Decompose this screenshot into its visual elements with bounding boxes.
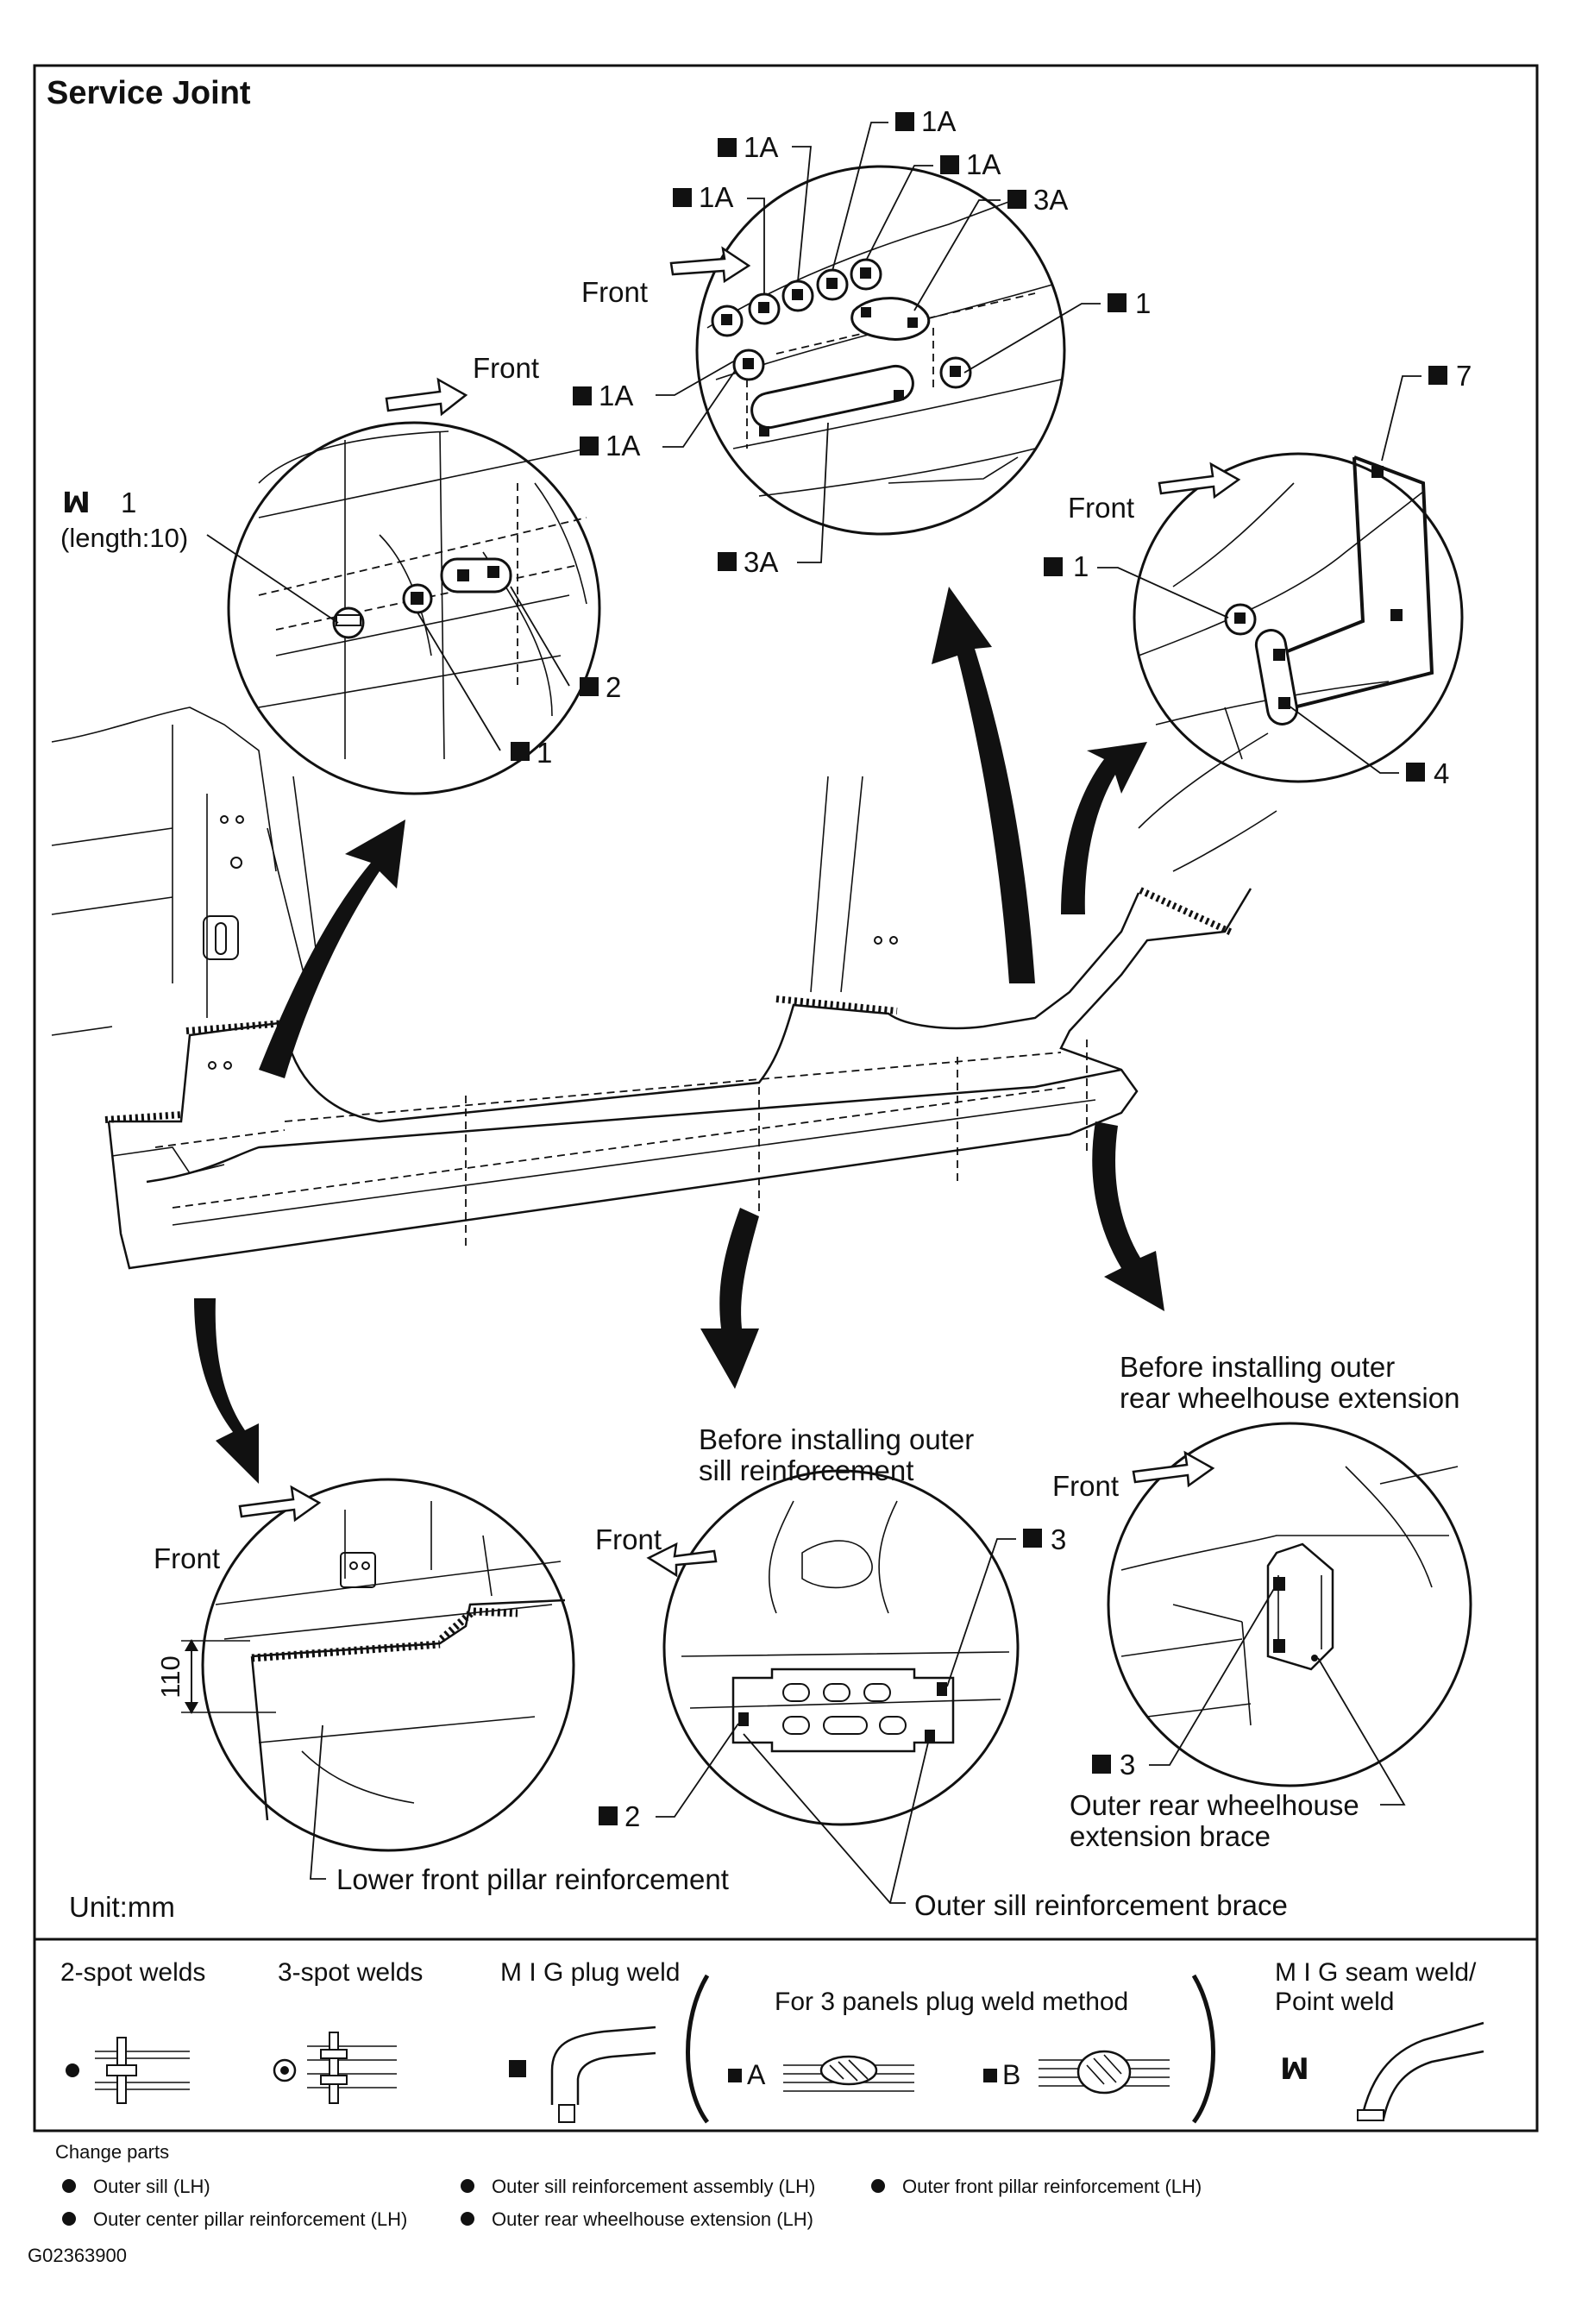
change-parts-heading: Change parts — [55, 2141, 169, 2163]
figure-id: G02363900 — [28, 2245, 127, 2266]
detail-a-length-label: (length:10) — [60, 523, 188, 553]
page-title: Service Joint — [47, 75, 251, 111]
bullet-icon — [62, 2212, 76, 2226]
weld-label-2: 2 — [624, 1800, 640, 1832]
mig-plug-square-icon — [509, 2060, 526, 2077]
detail-e-caption-line-2: sill reinforcement — [699, 1454, 913, 1486]
legend-seam-line-1: M I G seam weld/ — [1275, 1958, 1477, 1987]
outer-sill-brace-label: Outer sill reinforcement brace — [914, 1889, 1288, 1921]
spot-weld-dot-icon — [66, 2063, 79, 2077]
brace-label-line-2: extension brace — [1070, 1820, 1271, 1852]
weld-label-1a: 1A — [966, 148, 1001, 180]
legend-bracket-right-icon — [1191, 1974, 1215, 2124]
change-part-outer-sill: Outer sill (LH) — [93, 2176, 210, 2197]
dimension-110: 110 — [155, 1655, 185, 1698]
detail-a-label-2: 2 — [606, 671, 621, 703]
front-arrow-icon — [669, 246, 751, 284]
mig-seam-symbol-icon: ꟽ — [62, 487, 91, 518]
legend-3-panel-label: For 3 panels plug weld method — [775, 1988, 1128, 2016]
bullet-icon — [461, 2179, 474, 2193]
weld-label-7: 7 — [1456, 360, 1472, 392]
mig-plug-torch-icon — [550, 2026, 656, 2105]
weld-label-1a: 1A — [699, 181, 733, 213]
front-arrow-icon — [1132, 1450, 1215, 1488]
legend-seam-line-2: Point weld — [1275, 1988, 1394, 2016]
unit-label: Unit:mm — [69, 1891, 175, 1923]
three-spot-dot-icon — [273, 2058, 297, 2082]
legend-mark-a: A — [747, 2059, 766, 2090]
change-part-center-pillar: Outer center pillar reinforcement (LH) — [93, 2208, 407, 2230]
arrow-to-detail-f-icon — [1092, 1121, 1164, 1311]
bullet-icon — [871, 2179, 885, 2193]
arrow-to-detail-e-icon — [700, 1208, 759, 1389]
front-arrow-icon — [385, 377, 468, 417]
plug-weld-a-icon — [783, 2055, 914, 2092]
weld-label-1: 1 — [1073, 550, 1089, 582]
detail-b-circle — [695, 165, 1066, 536]
lower-front-pillar-label: Lower front pillar reinforcement — [336, 1863, 729, 1895]
detail-f-circle — [1107, 1422, 1472, 1787]
weld-label-1a: 1A — [921, 105, 956, 137]
legend-bracket-left-icon — [686, 1974, 710, 2124]
detail-e-front-label: Front — [595, 1523, 662, 1555]
detail-a-label-1: 1 — [537, 737, 552, 769]
change-parts-list: Change parts Outer sill (LH) Outer sill … — [55, 2141, 1202, 2230]
three-spot-weld-icon — [307, 2032, 397, 2104]
side-body-illustration — [51, 707, 1277, 1270]
weld-label-3: 3 — [1120, 1749, 1135, 1781]
detail-f-caption-line-1: Before installing outer — [1120, 1351, 1395, 1383]
change-part-wheelhouse-extension: Outer rear wheelhouse extension (LH) — [492, 2208, 813, 2230]
detail-d-lower-front-pillar: Front 110 Lower front pillar reinforceme… — [154, 1478, 729, 1895]
detail-b-center-pillar-joint: Front 1A 1A 1A 1A 3A 1 1A 1A 3A — [573, 105, 1151, 578]
arrow-to-detail-a-icon — [259, 820, 405, 1078]
arrow-to-detail-c-icon — [1061, 742, 1147, 914]
legend-3-spot-label: 3-spot welds — [278, 1958, 423, 1987]
weld-label-3a: 3A — [1033, 184, 1068, 216]
detail-e-caption-line-1: Before installing outer — [699, 1423, 974, 1455]
detail-a-front-pillar-joint: Front ꟽ 1 (length:10) 2 1 — [60, 352, 621, 795]
weld-legend: 2-spot welds 3-spot welds M I G plug wel… — [60, 1958, 1484, 2124]
detail-d-front-label: Front — [154, 1542, 220, 1574]
front-arrow-icon — [1158, 462, 1241, 499]
front-arrow-outline-icon — [646, 1542, 718, 1578]
detail-b-front-label: Front — [581, 276, 648, 308]
legend-mig-plug-label: M I G plug weld — [500, 1958, 680, 1987]
detail-a-mig-label: 1 — [121, 487, 136, 518]
weld-label-1a: 1A — [599, 380, 633, 411]
bullet-icon — [461, 2212, 474, 2226]
legend-2-spot-label: 2-spot welds — [60, 1958, 205, 1987]
mig-seam-legend-icon: ꟽ — [1280, 2053, 1309, 2086]
detail-e-outer-sill-brace: Front Before installing outer sill reinf… — [595, 1423, 1288, 1921]
weld-label-1a: 1A — [606, 430, 640, 462]
figure-frame — [33, 64, 1539, 2132]
arrow-to-detail-b-icon — [932, 587, 1035, 983]
weld-label-4: 4 — [1434, 757, 1449, 789]
front-arrow-icon — [238, 1485, 322, 1523]
detail-f-caption-line-2: rear wheelhouse extension — [1120, 1382, 1459, 1414]
legend-mark-b: B — [1002, 2059, 1020, 2090]
detail-e-circle — [662, 1469, 1020, 1826]
change-part-front-pillar: Outer front pillar reinforcement (LH) — [902, 2176, 1202, 2197]
bullet-icon — [62, 2179, 76, 2193]
two-spot-weld-icon — [95, 2037, 190, 2104]
weld-label-1: 1 — [1135, 287, 1151, 319]
change-part-sill-reinforcement: Outer sill reinforcement assembly (LH) — [492, 2176, 815, 2197]
detail-c-front-label: Front — [1068, 492, 1134, 524]
brace-label-line-1: Outer rear wheelhouse — [1070, 1789, 1359, 1821]
detail-a-front-label: Front — [473, 352, 539, 384]
detail-f-front-label: Front — [1052, 1470, 1119, 1502]
detail-d-circle — [201, 1478, 575, 1852]
mig-seam-torch-icon — [1361, 2021, 1484, 2120]
arrow-to-detail-d-icon — [194, 1298, 259, 1484]
weld-label-1a: 1A — [744, 131, 778, 163]
weld-label-3: 3 — [1051, 1523, 1066, 1555]
detail-c-rear-wheelhouse-joint: Front 7 1 4 — [1044, 360, 1472, 789]
detail-c-circle — [1133, 452, 1464, 783]
weld-label-3a: 3A — [744, 546, 778, 578]
detail-f-wheelhouse-brace: Front Before installing outer rear wheel… — [1052, 1351, 1472, 1852]
plug-weld-b-icon — [1039, 2050, 1170, 2095]
